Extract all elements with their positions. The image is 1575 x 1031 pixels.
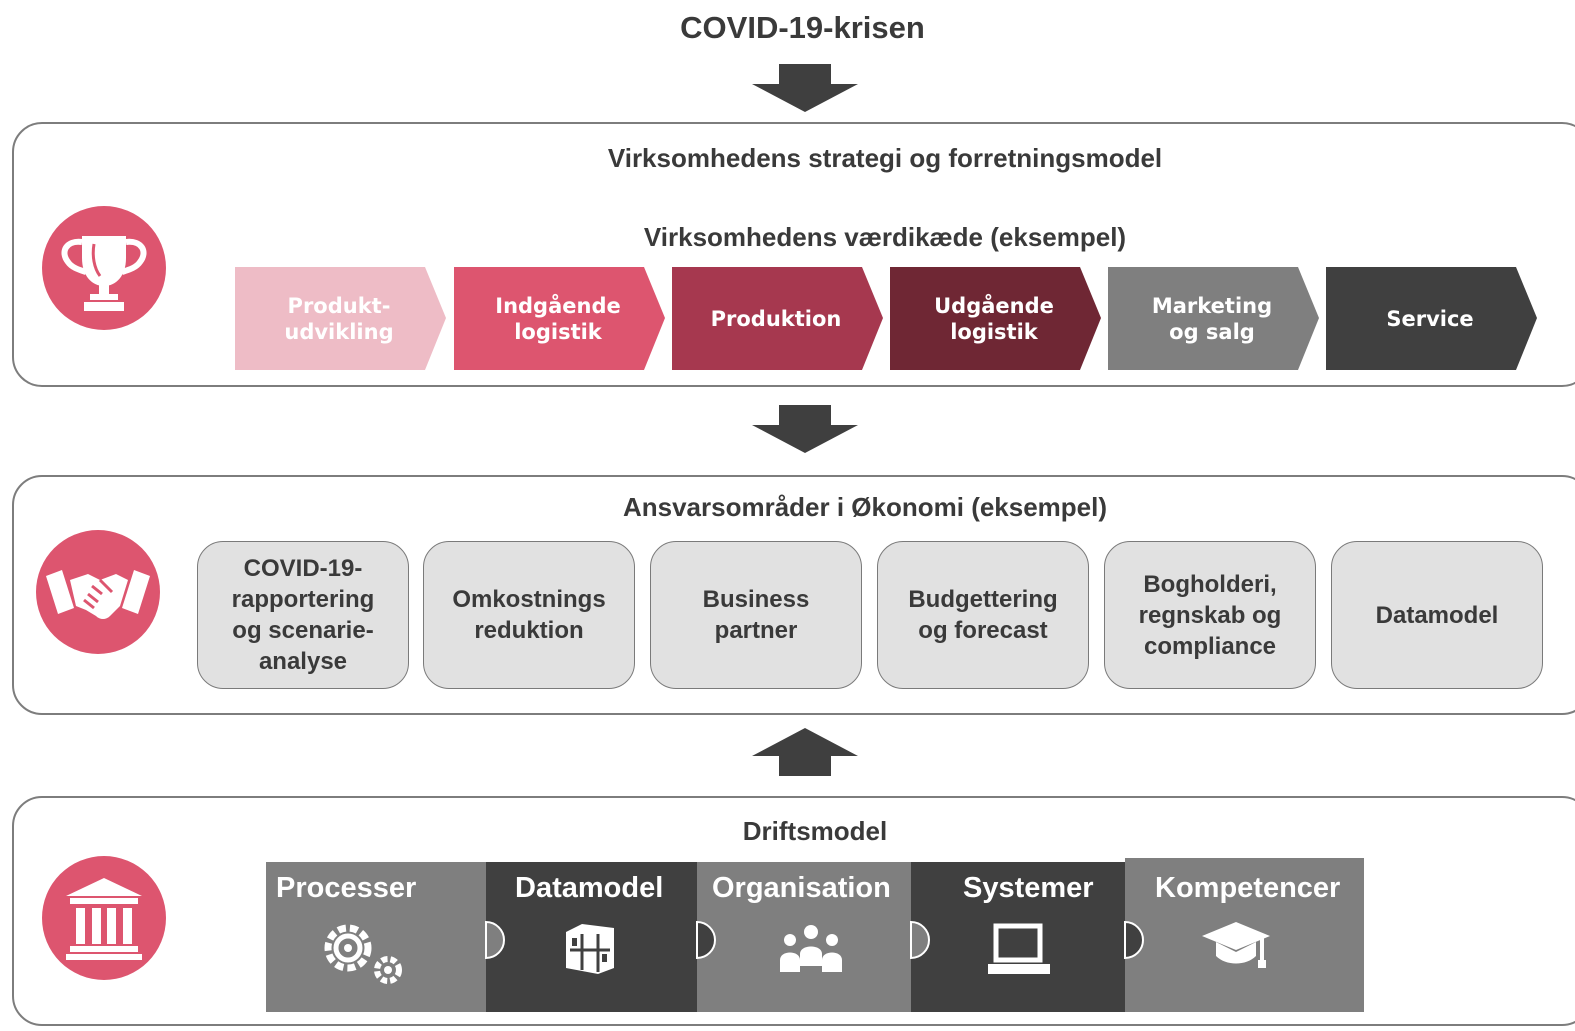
operating-model-puzzle [266,858,1364,1012]
value-chain-step: Service [1326,267,1537,370]
graduation-cap-icon [1202,922,1270,968]
finance-heading: Ansvarsområder i Økonomi (eksempel) [622,492,1108,522]
down-arrow-icon [752,64,858,112]
finance-area-box: Bogholderi, regnskab og compliance [1104,541,1316,689]
finance-area-box: Business partner [650,541,862,689]
gears-icon [324,924,402,984]
value-chain-step: Indgående logistik [454,267,665,370]
trophy-icon [42,206,166,330]
down-arrow-icon [752,405,858,453]
people-icon [780,925,842,972]
value-chain-step: Marketing og salg [1108,267,1319,370]
finance-area-box: COVID-19- rapportering og scenarie- anal… [197,541,409,689]
operating-model-heading: Driftsmodel [742,816,888,846]
value-chain-label: Udgående logistik [934,293,1054,344]
finance-area-box: Budgettering og forecast [877,541,1089,689]
diagram-title: COVID-19-krisen [680,10,925,45]
value-chain-label: Produktion [710,306,842,331]
puzzle-piece-label: Systemer [963,872,1094,904]
puzzle-piece-label: Datamodel [515,872,664,904]
puzzle-piece-label: Processer [276,872,417,904]
puzzle-piece-label: Kompetencer [1155,872,1341,904]
strategy-heading: Virksomhedens strategi og forretningsmod… [607,143,1163,173]
finance-area-box: Omkostnings reduktion [423,541,635,689]
finance-area-box: Datamodel [1331,541,1543,689]
value-chain-label: Service [1386,306,1474,331]
value-chain-label: Indgående logistik [495,293,621,344]
institution-icon [42,856,166,980]
value-chain-step: Produktion [672,267,883,370]
value-chain-label: Marketing og salg [1151,293,1273,344]
value-chain-label: Produkt- udvikling [284,293,394,344]
value-chain-step: Udgående logistik [890,267,1101,370]
value-chain-step: Produkt- udvikling [235,267,446,370]
value-chain-heading: Virksomhedens værdikæde (eksempel) [643,222,1127,252]
data-cube-icon [566,924,614,974]
up-arrow-icon [752,728,858,776]
handshake-icon [36,530,160,654]
laptop-icon [988,923,1050,974]
puzzle-piece-label: Organisation [712,872,891,904]
